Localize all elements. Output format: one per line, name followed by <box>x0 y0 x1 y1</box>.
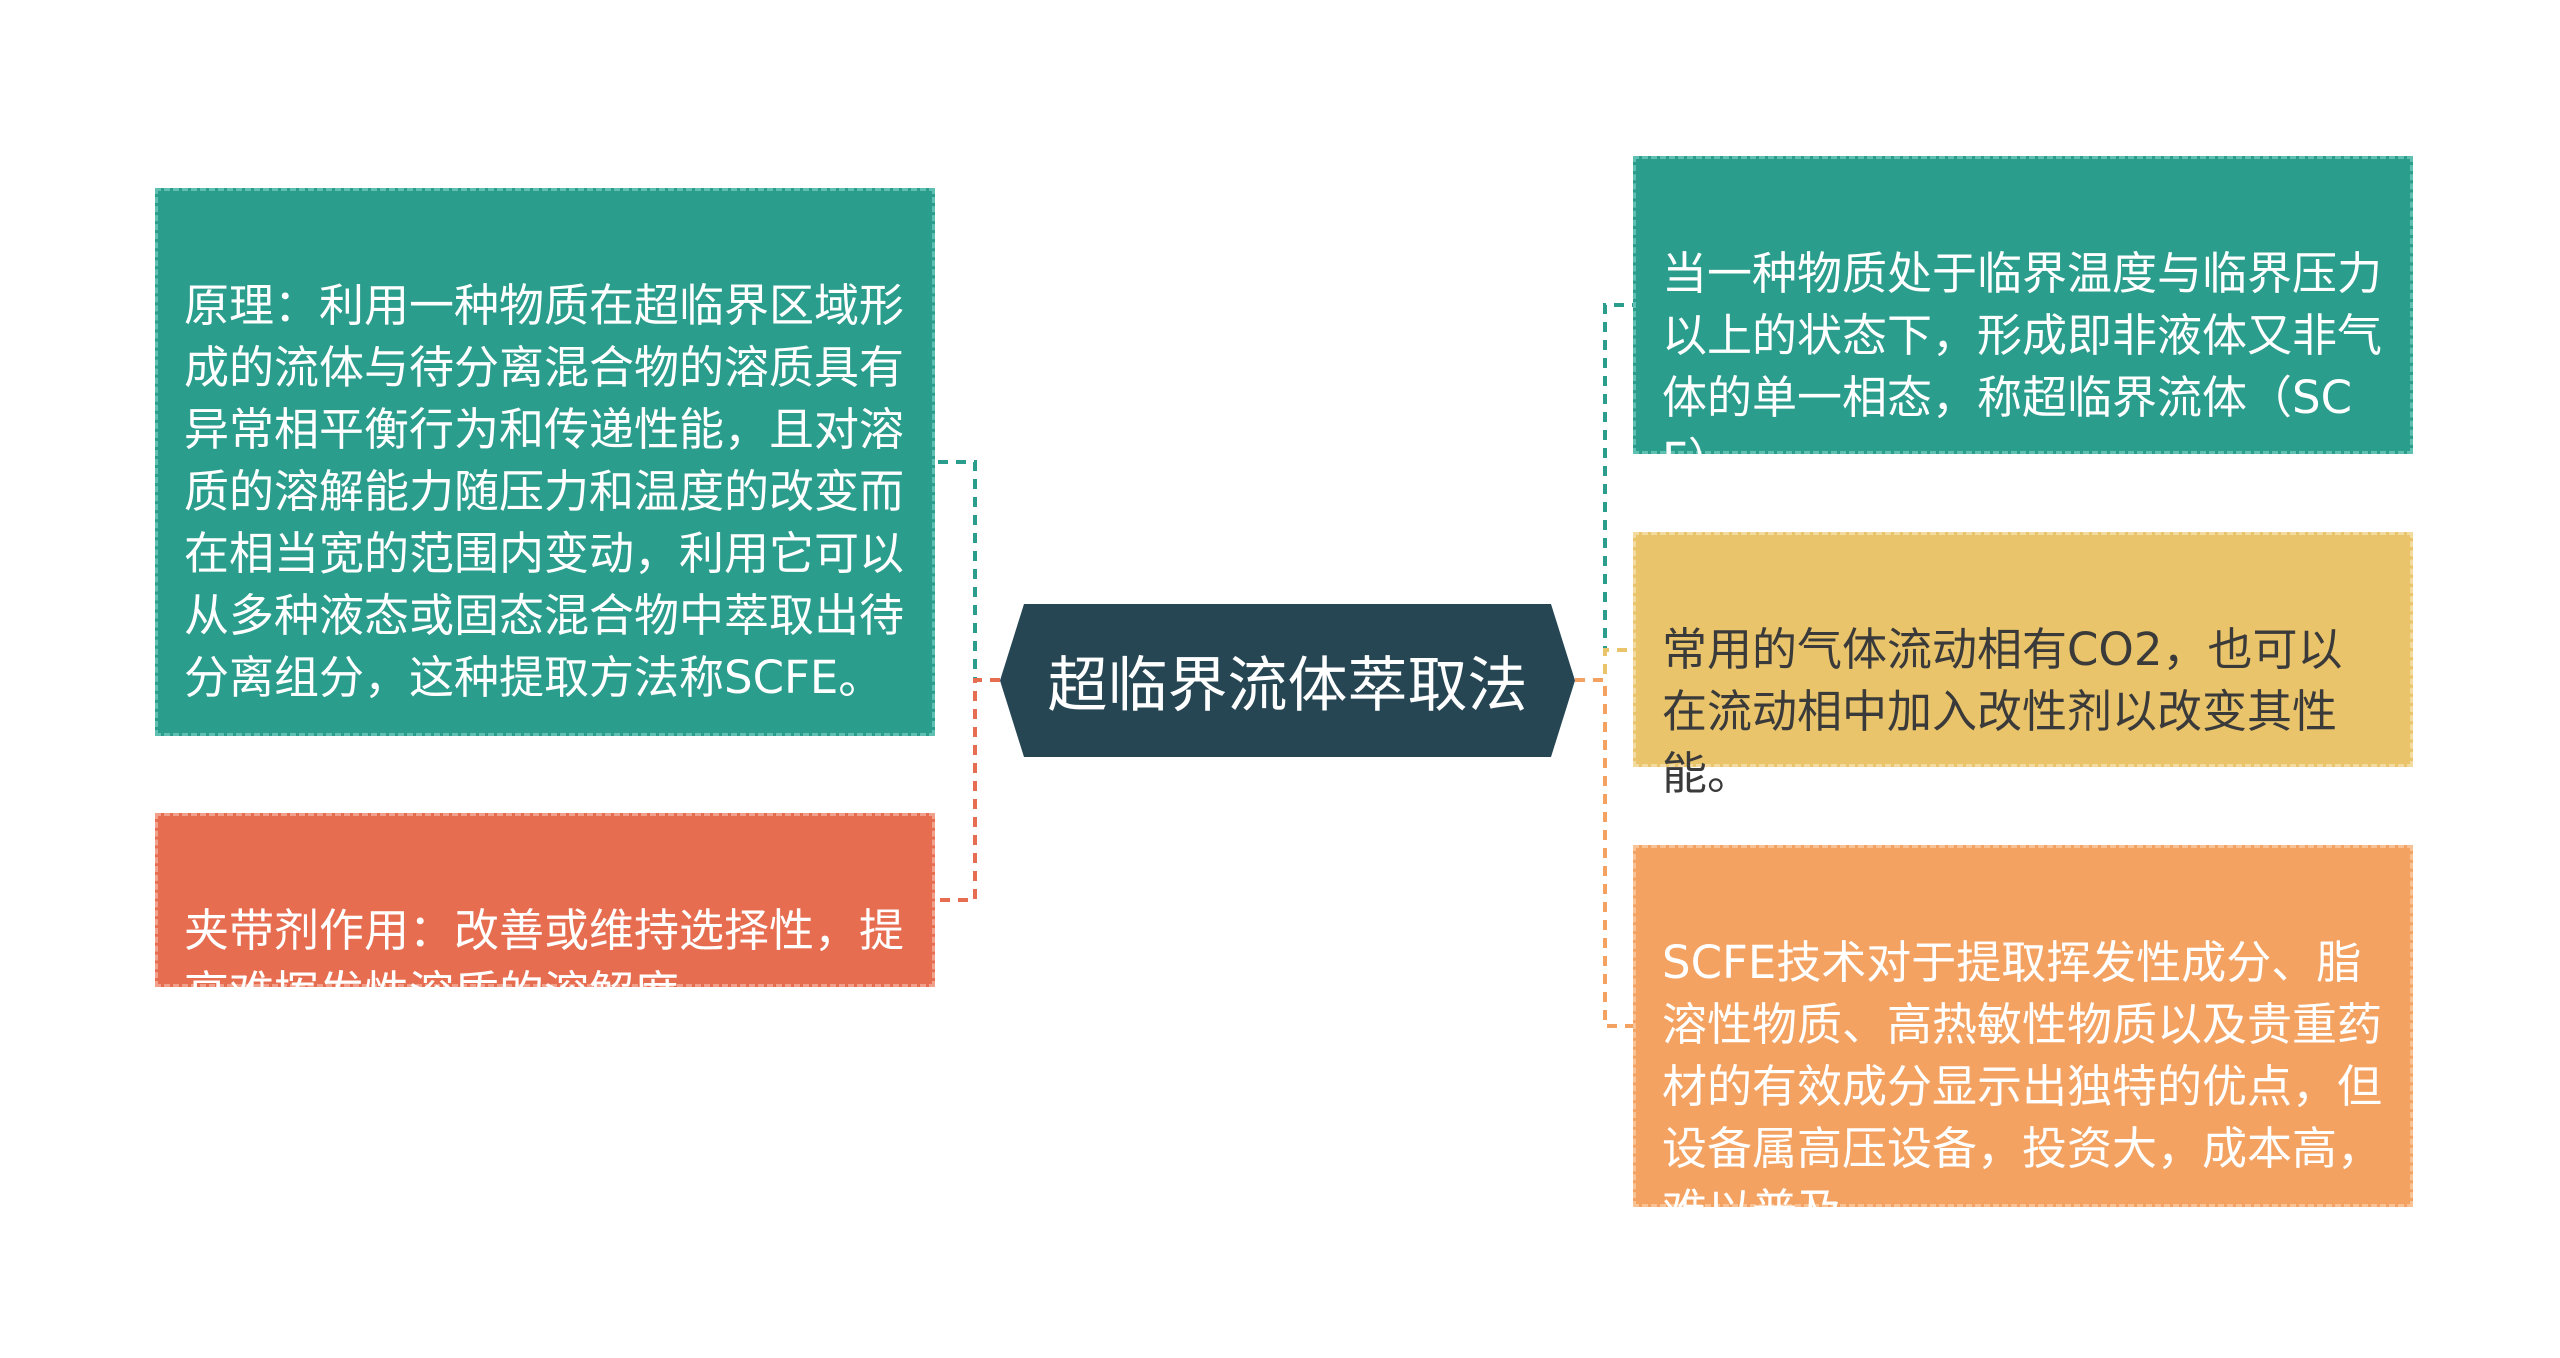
connector-left-2 <box>935 678 1000 902</box>
topic-scf-definition-text: 当一种物质处于临界温度与临界压力以上的状态下，形成即非液体又非气体的单一相态，称… <box>1662 247 2383 486</box>
topic-scfe-advantages-text: SCFE技术对于提取挥发性成分、脂溶性物质、高热敏性物质以及贵重药材的有效成分显… <box>1662 936 2383 1237</box>
topic-principle-text: 原理：利用一种物质在超临界区域形成的流体与待分离混合物的溶质具有异常相平衡行为和… <box>184 279 905 704</box>
central-topic[interactable]: 超临界流体萃取法 <box>1000 604 1575 757</box>
central-topic-label: 超临界流体萃取法 <box>1047 651 1528 721</box>
topic-entrainer-role-text: 夹带剂作用：改善或维持选择性，提高难挥发性溶质的溶解度。 <box>184 904 905 1019</box>
connector-right-3 <box>1575 678 1633 1028</box>
connector-left-1 <box>935 460 1000 682</box>
topic-entrainer-role[interactable]: 夹带剂作用：改善或维持选择性，提高难挥发性溶质的溶解度。 <box>155 813 935 1019</box>
topic-scfe-advantages[interactable]: SCFE技术对于提取挥发性成分、脂溶性物质、高热敏性物质以及贵重药材的有效成分显… <box>1633 845 2413 1237</box>
topic-principle[interactable]: 原理：利用一种物质在超临界区域形成的流体与待分离混合物的溶质具有异常相平衡行为和… <box>155 188 935 736</box>
central-topic-shape <box>1000 604 1575 757</box>
topic-mobile-phase-text: 常用的气体流动相有CO2，也可以在流动相中加入改性剂以改变其性能。 <box>1662 623 2343 800</box>
topic-mobile-phase[interactable]: 常用的气体流动相有CO2，也可以在流动相中加入改性剂以改变其性能。 <box>1633 532 2413 800</box>
topic-scf-definition[interactable]: 当一种物质处于临界温度与临界压力以上的状态下，形成即非液体又非气体的单一相态，称… <box>1633 156 2413 486</box>
connector-right-1 <box>1575 303 1633 682</box>
connector-right-2 <box>1575 648 1633 682</box>
